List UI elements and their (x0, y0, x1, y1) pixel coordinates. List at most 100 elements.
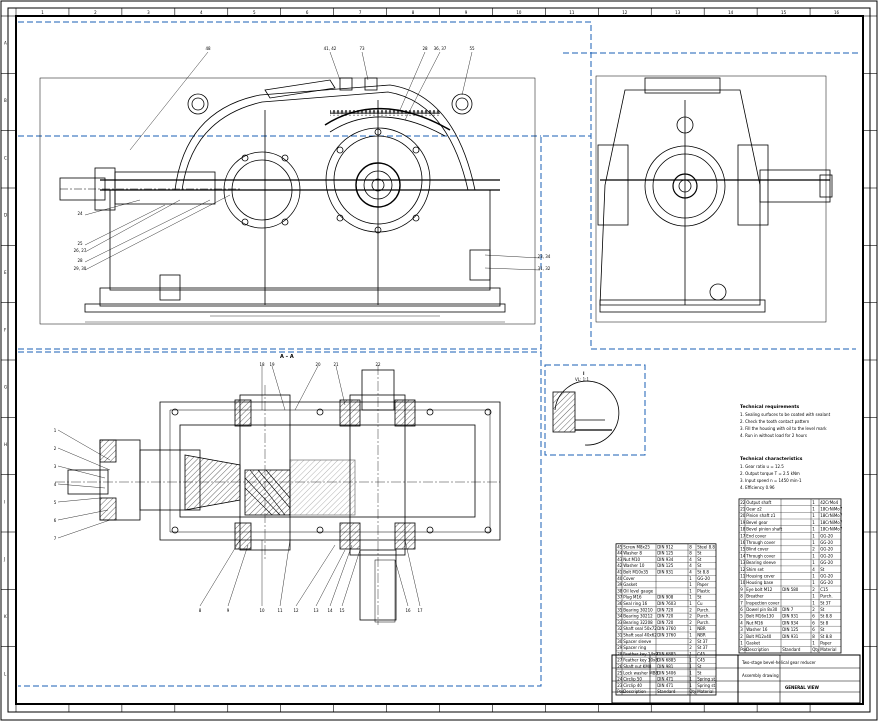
table-cell: 7 (740, 600, 743, 605)
part-balloon: 18 (259, 362, 265, 367)
table-cell: 30 (617, 639, 623, 644)
zone-label-side: I (4, 499, 5, 504)
table-cell: St 8 (820, 620, 828, 625)
table-cell: Washer 10 (623, 563, 645, 568)
table-cell: 2 (812, 547, 815, 552)
table-cell: St (820, 607, 825, 612)
table-cell: DIN 125 (657, 551, 674, 556)
part-balloon: 8 (199, 608, 202, 613)
table-cell: 6 (740, 607, 743, 612)
zone-label-side: F (4, 327, 7, 332)
table-cell: Feather key 10x8 (623, 658, 658, 663)
table-cell: Bolt M10x35 (623, 570, 649, 575)
table-cell: Spacer sleeve (623, 639, 652, 644)
table-cell: 1 (812, 574, 815, 579)
table-header-cell: Material (820, 647, 836, 652)
table-cell: 8 (812, 634, 815, 639)
table-header-cell: Qty (812, 647, 820, 652)
table-cell: 1 (740, 641, 743, 646)
front-view (39, 77, 536, 325)
part-balloon: 24 (77, 211, 83, 216)
note-line: 2. Output torque T = 2.5 kNm (740, 471, 800, 476)
part-balloon: 25 (77, 241, 83, 246)
table-cell: 21 (740, 507, 746, 512)
table-cell: St (820, 567, 825, 572)
zone-label-top: 5 (253, 10, 256, 15)
table-cell: DIN 471 (657, 683, 674, 688)
table-cell: 2 (689, 614, 692, 619)
note-line: 1. Sealing surfaces to be coated with se… (740, 412, 831, 417)
table-cell: DIN 6885 (657, 651, 676, 656)
zone-label-top: 15 (781, 10, 787, 15)
table-cell: Eye bolt M12 (746, 587, 773, 592)
table-cell: 24 (617, 677, 623, 682)
table-cell: GG-20 (820, 560, 833, 565)
table-cell: 1 (812, 560, 815, 565)
table-cell: C45 (697, 651, 705, 656)
table-cell: DIN 125 (782, 627, 799, 632)
note-line: 4. Efficiency 0.96 (740, 485, 775, 490)
table-cell: 1 (812, 641, 815, 646)
part-balloon: 28 (77, 258, 83, 263)
table-cell: Purch. (697, 614, 709, 619)
table-cell: Through cover (745, 553, 775, 558)
part-balloon: 73 (359, 46, 365, 51)
table-cell: Blind cover (746, 547, 769, 552)
table-cell: Spring st. (697, 683, 716, 688)
table-cell: Screw M8x25 (623, 544, 650, 549)
zone-label-top: 12 (622, 10, 628, 15)
table-cell: 14 (740, 553, 746, 558)
table-cell: DIN 912 (657, 544, 674, 549)
table-cell: Seal ring 16 (623, 601, 647, 606)
table-cell: St (697, 664, 702, 669)
table-cell: Oil level gauge (623, 588, 653, 593)
notes-heading-1: Technical requirements (740, 404, 800, 410)
zone-label-top: 10 (516, 10, 522, 15)
table-cell: DIN 720 (657, 607, 674, 612)
part-balloon: 22 (375, 362, 381, 367)
title-line-1: Two-stage bevel-helical gear reducer (741, 660, 816, 665)
table-cell: 1 (812, 580, 815, 585)
table-cell: 2 (812, 607, 815, 612)
table-cell: 4 (689, 557, 692, 562)
title-line-3: GENERAL VIEW (785, 685, 820, 690)
table-cell: Washer 8 (623, 551, 642, 556)
table-cell: GG-20 (820, 553, 833, 558)
table-cell: DIN 934 (782, 620, 799, 625)
table-cell: 44 (617, 551, 623, 556)
title-block: Two-stage bevel-helical gear reducer Ass… (611, 654, 861, 704)
zone-label-side: E (4, 270, 7, 275)
zone-label-top: 13 (675, 10, 681, 15)
zone-label-top: 8 (412, 10, 415, 15)
table-cell: DIN 5406 (657, 670, 676, 675)
table-cell: 8 (740, 594, 743, 599)
table-cell: 26 (617, 664, 623, 669)
table-cell: Housing cover (746, 574, 775, 579)
table-cell: 1 (689, 582, 692, 587)
zone-label-side: D (4, 213, 7, 218)
part-balloon: 28 (422, 46, 428, 51)
part-balloon: 19 (269, 362, 275, 367)
table-cell: Purch. (697, 620, 709, 625)
zone-label-side: J (3, 557, 5, 562)
table-cell: 2 (689, 645, 692, 650)
part-balloon: 15 (339, 608, 345, 613)
table-cell: Through cover (745, 540, 775, 545)
technical-notes: Technical requirements 1. Sealing surfac… (740, 404, 831, 490)
table-cell: St 37 (820, 600, 831, 605)
table-cell: 4 (812, 567, 815, 572)
zone-label-top: 14 (728, 10, 734, 15)
note-line: 2. Check the tooth contact pattern (740, 419, 810, 424)
table-cell: Pinion shaft z1 (746, 513, 776, 518)
part-balloon: 11 (277, 608, 283, 613)
section-leaders (57, 365, 421, 607)
table-cell: Feather key 14x9 (623, 651, 658, 656)
table-cell: Bolt M12x40 (746, 634, 772, 639)
table-cell: 2 (812, 587, 815, 592)
table-cell: 1 (689, 658, 692, 663)
table-cell: St (697, 551, 702, 556)
table-cell: St 8.8 (820, 614, 832, 619)
zone-label-side: A (4, 41, 7, 46)
